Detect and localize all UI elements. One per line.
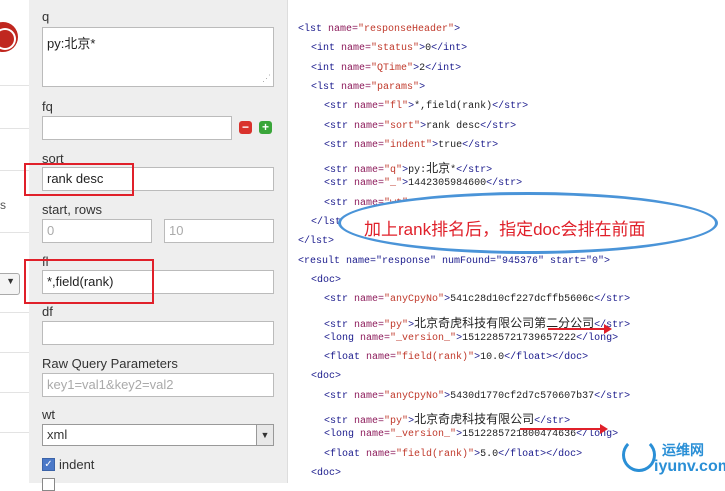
xml-line: <int name="status">0</int>: [311, 43, 468, 55]
q-value: py:北京*: [47, 36, 96, 51]
wt-label: wt: [42, 407, 55, 422]
xml-line: <doc>: [311, 467, 342, 479]
q-textarea[interactable]: py:北京* ⋰: [42, 27, 274, 87]
chevron-down-icon: ▼: [256, 425, 273, 445]
xml-line: <long name="_version_">15122857218004746…: [324, 429, 619, 441]
xml-line: <str name="indent">true</str>: [324, 139, 499, 151]
indent-label: indent: [59, 457, 95, 472]
left-nav-edge: s ▼: [0, 0, 30, 483]
start-rows-label: start, rows: [42, 202, 102, 217]
fl-input[interactable]: *,field(rank): [42, 270, 274, 294]
xml-line: <long name="_version_">15122857217396572…: [324, 332, 619, 344]
fl-label: fl: [42, 254, 49, 269]
xml-line: <lst name="params">: [311, 81, 426, 93]
next-checkbox[interactable]: [42, 478, 55, 491]
annotation-arrow: [548, 324, 612, 334]
watermark-line2: iyunv.com: [654, 458, 725, 475]
xml-line: </lst>: [311, 217, 348, 228]
nav-divider: [0, 432, 29, 433]
rows-input[interactable]: 10: [164, 219, 274, 243]
xml-line: <str name="_">1442305984600</str>: [324, 178, 523, 190]
xml-line: <result name="response" numFound="945376…: [298, 255, 611, 267]
indent-checkbox[interactable]: ✓: [42, 458, 55, 471]
response-xml: <lst name="responseHeader"> <int name="st…: [288, 0, 725, 483]
sort-input[interactable]: rank desc: [42, 167, 274, 191]
df-label: df: [42, 304, 53, 319]
nav-divider: [0, 392, 29, 393]
watermark-line1: 运维网: [662, 442, 704, 458]
nav-divider: [0, 312, 29, 313]
wt-value: xml: [47, 427, 68, 442]
xml-line: <doc>: [311, 371, 342, 383]
start-input[interactable]: 0: [42, 219, 152, 243]
solr-logo-icon[interactable]: [0, 22, 18, 52]
xml-line: <int name="QTime">2</int>: [311, 62, 462, 74]
nav-divider: [0, 85, 29, 86]
wt-select[interactable]: xml ▼: [42, 424, 274, 446]
remove-fq-button[interactable]: −: [239, 121, 252, 134]
xml-line: <str name="anyCpyNo">5430d1770cf2d7c5706…: [324, 390, 631, 402]
nav-divider: [0, 352, 29, 353]
sort-highlight-box: [24, 163, 134, 196]
df-input[interactable]: [42, 321, 274, 345]
fq-label: fq: [42, 99, 53, 114]
xml-line: <str name="py">北京奇虎科技有限公司第二分公司</str>: [324, 315, 631, 331]
nav-item-fragment[interactable]: s: [0, 198, 6, 212]
raw-query-label: Raw Query Parameters: [42, 356, 178, 371]
core-selector[interactable]: ▼: [0, 273, 20, 295]
chevron-down-icon: ▼: [6, 276, 15, 286]
watermark-logo-icon: [622, 438, 656, 472]
xml-line: <doc>: [311, 274, 342, 286]
xml-line: </lst>: [298, 236, 335, 248]
nav-divider: [0, 232, 29, 233]
query-form: q py:北京* ⋰ fq − + sort rank desc start, …: [29, 0, 288, 491]
watermark: 运维网 iyunv.com: [622, 436, 725, 480]
sort-label: sort: [42, 151, 64, 166]
xml-line: <lst name="responseHeader">: [298, 24, 461, 35]
nav-divider: [0, 128, 29, 129]
xml-line: <str name="fl">*,field(rank)</str>: [324, 101, 529, 113]
annotation-arrow: [520, 424, 608, 434]
q-label: q: [42, 9, 50, 24]
fl-highlight-box: [24, 259, 154, 304]
annotation-ellipse: [338, 192, 718, 254]
xml-line: <float name="field(rank)">10.0</float></…: [324, 352, 589, 364]
xml-line: <str name="q">py:北京*</str>: [324, 161, 493, 177]
add-fq-button[interactable]: +: [259, 121, 272, 134]
nav-divider: [0, 170, 29, 171]
fq-input[interactable]: [42, 116, 232, 140]
raw-query-input[interactable]: key1=val1&key2=val2: [42, 373, 274, 397]
xml-line: <str name="anyCpyNo">541c28d10cf227dcffb…: [324, 294, 631, 306]
xml-line: <float name="field(rank)">5.0</float></d…: [324, 448, 583, 460]
annotation-text: 加上rank排名后，指定doc会排在前面: [364, 220, 646, 239]
xml-line: <str name="sort">rank desc</str>: [324, 120, 517, 132]
xml-line: <str name="py">北京奇虎科技有限公司</str>: [324, 412, 571, 427]
resize-grip-icon[interactable]: ⋰: [262, 73, 271, 83]
